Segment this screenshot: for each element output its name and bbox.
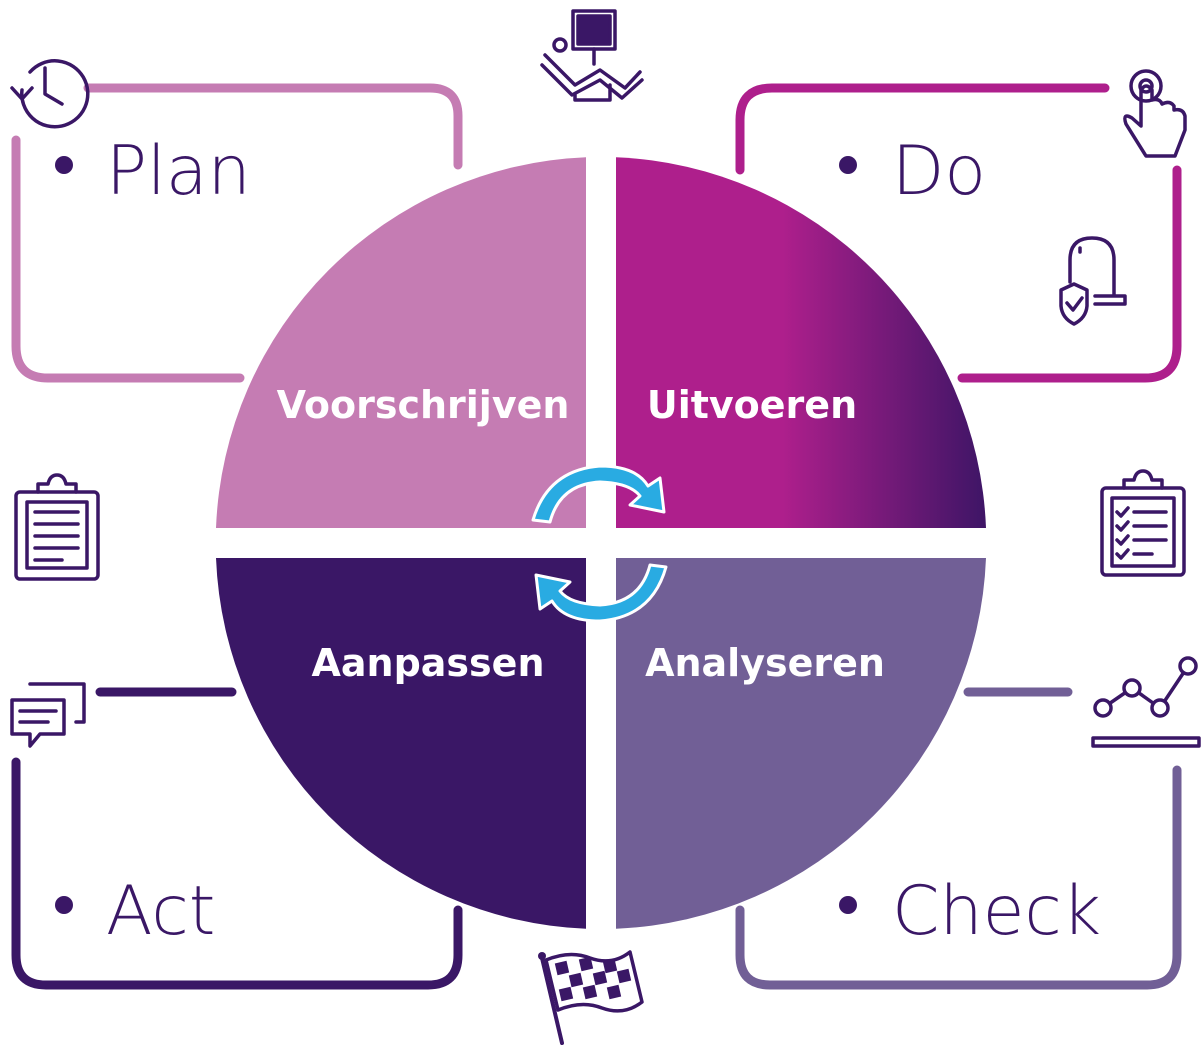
- plan-bullet: [55, 156, 73, 174]
- do-quadrant: [616, 157, 986, 529]
- act-bullet: [55, 896, 73, 914]
- check-corner-label: Check: [892, 872, 1101, 951]
- lamp-shield-icon: [1059, 236, 1127, 326]
- act-quadrant-label: Aanpassen: [311, 641, 544, 685]
- check-quadrant: [616, 558, 986, 929]
- chat-bubbles-icon: [10, 682, 86, 748]
- act-frame: [11, 687, 463, 990]
- dentist-chair-icon: [540, 9, 644, 102]
- line-chart-icon: [1091, 656, 1201, 748]
- plan-frame: [11, 83, 463, 383]
- touch-hand-icon: [1123, 69, 1187, 158]
- act-quadrant: [216, 558, 586, 929]
- do-quadrant-label: Uitvoeren: [647, 383, 857, 427]
- checkered-flag-icon: [538, 950, 644, 1045]
- check-frame: [735, 687, 1182, 990]
- do-bullet: [839, 156, 857, 174]
- check-quadrant-label: Analyseren: [645, 641, 885, 685]
- plan-quadrant: [216, 157, 586, 529]
- plan-quadrant-label: Voorschrijven: [277, 383, 570, 427]
- clock-icon: [10, 59, 90, 129]
- check-bullet: [839, 896, 857, 914]
- do-corner-label: Do: [892, 132, 986, 211]
- act-corner-label: Act: [106, 872, 215, 951]
- plan-corner-label: Plan: [106, 132, 251, 211]
- clipboard-icon: [14, 473, 100, 581]
- do-frame: [735, 83, 1182, 383]
- cycle-arrows-icon: [531, 464, 668, 623]
- checklist-clipboard-icon: [1100, 469, 1186, 577]
